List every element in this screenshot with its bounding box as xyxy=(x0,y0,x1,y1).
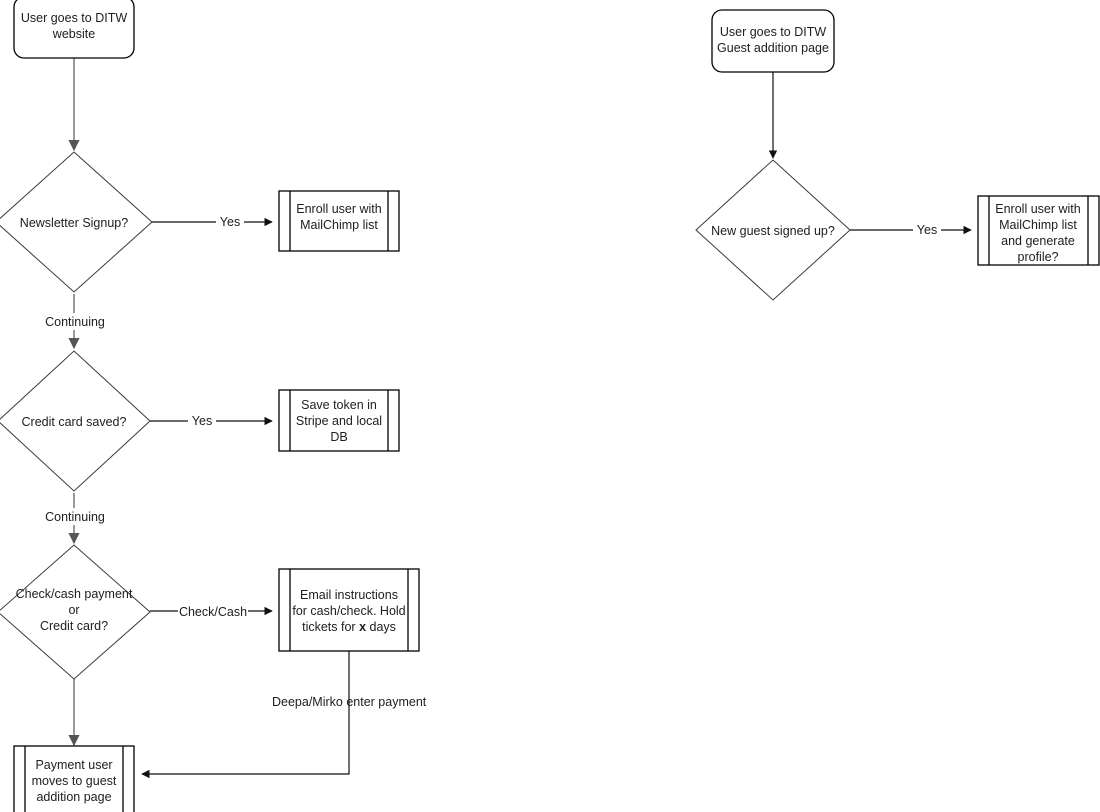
email-instructions-line-3: tickets for x days xyxy=(302,620,396,634)
enroll-generate-profile-line-1: Enroll user with xyxy=(995,202,1080,216)
save-token-line-1: Save token in xyxy=(301,398,377,412)
enroll-generate-profile-line-4: profile? xyxy=(1018,250,1059,264)
edge-label-check-cash: Check/Cash xyxy=(178,603,248,620)
edge-label-deepa-mirko: Deepa/Mirko enter payment xyxy=(272,695,427,709)
start-guest-page-line-1: User goes to DITW xyxy=(720,25,826,39)
start-website-line-1: User goes to DITW xyxy=(21,11,127,25)
continuing-1-text: Continuing xyxy=(45,315,105,329)
payment-method-line-2: or xyxy=(68,603,79,617)
newsletter-signup-shape xyxy=(0,151,153,293)
payment-user-moves-line-3: addition page xyxy=(36,790,111,804)
enroll-mailchimp-line-1: Enroll user with xyxy=(296,202,381,216)
save-token-line-2: Stripe and local xyxy=(296,414,382,428)
newsletter-signup-label: Newsletter Signup? xyxy=(20,216,128,230)
enroll-mailchimp-line-2: MailChimp list xyxy=(300,218,378,232)
node-start-website[interactable]: User goes to DITW website xyxy=(13,0,135,59)
node-new-guest-signed-up[interactable]: New guest signed up? xyxy=(695,159,851,301)
payment-user-moves-shape xyxy=(13,745,135,812)
new-guest-signed-up-label: New guest signed up? xyxy=(711,224,835,238)
payment-user-moves-line-1: Payment user xyxy=(35,758,112,772)
node-payment-user-moves[interactable]: Payment user moves to guest addition pag… xyxy=(13,745,135,812)
node-payment-method[interactable]: Check/cash payment or Credit card? xyxy=(0,544,151,680)
edge-label-continuing-2: Continuing xyxy=(42,508,110,525)
email-instructions-line-3-bold: x xyxy=(359,620,366,634)
continuing-2-bg xyxy=(42,508,110,525)
node-newsletter-signup[interactable]: Newsletter Signup? xyxy=(0,151,153,293)
edge-label-continuing-1: Continuing xyxy=(42,313,110,330)
start-website-shape xyxy=(13,0,135,59)
node-start-guest-page[interactable]: User goes to DITW Guest addition page xyxy=(711,9,835,73)
enroll-generate-profile-line-3: and generate xyxy=(1001,234,1075,248)
credit-card-saved-shape xyxy=(0,350,151,492)
yes-new-guest-bg xyxy=(913,221,941,238)
enroll-generate-profile-line-2: MailChimp list xyxy=(999,218,1077,232)
edge-label-yes-newsletter: Yes xyxy=(216,213,244,230)
new-guest-signed-up-shape xyxy=(695,159,851,301)
credit-card-saved-label: Credit card saved? xyxy=(22,415,127,429)
email-instructions-line-2: for cash/check. Hold xyxy=(292,604,405,618)
start-guest-page-line-2: Guest addition page xyxy=(717,41,829,55)
node-save-token[interactable]: Save token in Stripe and local DB xyxy=(278,389,400,452)
node-email-instructions[interactable]: Email instructions for cash/check. Hold … xyxy=(278,568,420,652)
start-website-line-2: website xyxy=(52,27,95,41)
email-instructions-line-3-prefix: tickets for xyxy=(302,620,359,634)
yes-new-guest-text: Yes xyxy=(917,223,937,237)
email-instructions-shape xyxy=(278,568,420,652)
node-enroll-mailchimp[interactable]: Enroll user with MailChimp list xyxy=(278,190,400,252)
continuing-2-text: Continuing xyxy=(45,510,105,524)
email-instructions-line-3-suffix: days xyxy=(366,620,396,634)
yes-newsletter-text: Yes xyxy=(220,215,240,229)
start-guest-page-shape xyxy=(711,9,835,73)
yes-credit-card-text: Yes xyxy=(192,414,212,428)
connector-email-to-paymentuser xyxy=(141,651,350,779)
yes-credit-card-bg xyxy=(188,412,216,429)
payment-user-moves-line-2: moves to guest xyxy=(32,774,117,788)
continuing-1-bg xyxy=(42,313,110,330)
node-credit-card-saved[interactable]: Credit card saved? xyxy=(0,350,151,492)
enroll-mailchimp-shape xyxy=(278,190,400,252)
payment-method-line-3: Credit card? xyxy=(40,619,108,633)
check-cash-text: Check/Cash xyxy=(179,605,247,619)
payment-method-shape xyxy=(0,544,151,680)
yes-newsletter-bg xyxy=(216,213,244,230)
email-instructions-line-1: Email instructions xyxy=(300,588,398,602)
payment-method-line-1: Check/cash payment xyxy=(16,587,133,601)
enroll-generate-profile-shape xyxy=(977,195,1100,266)
node-enroll-generate-profile[interactable]: Enroll user with MailChimp list and gene… xyxy=(977,195,1100,266)
check-cash-bg xyxy=(178,603,248,620)
save-token-shape xyxy=(278,389,400,452)
deepa-mirko-text: Deepa/Mirko enter payment xyxy=(272,695,427,709)
edge-label-yes-new-guest: Yes xyxy=(913,221,941,238)
edge-label-yes-credit-card: Yes xyxy=(188,412,216,429)
save-token-line-3: DB xyxy=(330,430,347,444)
